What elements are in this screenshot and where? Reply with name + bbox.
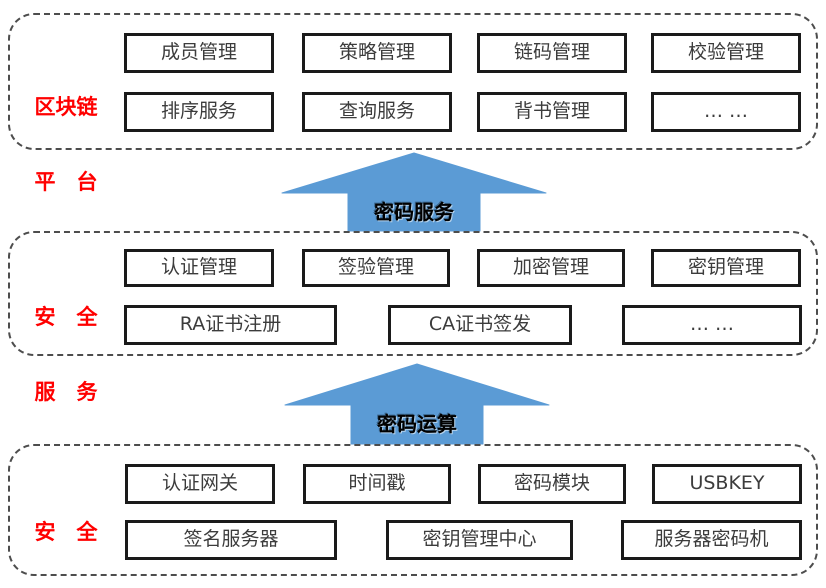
box-label: … … — [689, 312, 735, 335]
box-label: 校验管理 — [687, 40, 764, 63]
box-ordering-service[interactable]: 排序服务 — [124, 92, 274, 132]
box-label: 链码管理 — [513, 40, 590, 63]
box-timestamp[interactable]: 时间戳 — [303, 464, 451, 504]
layer-label-line-2: 服 务 — [34, 380, 98, 404]
box-label: 密钥管理 — [687, 255, 764, 278]
layer-blockchain-platform — [8, 13, 818, 150]
crypto-operation-arrow: 密码运算 — [283, 363, 551, 445]
box-label: … … — [703, 99, 749, 122]
layer-label-line-2: 平 台 — [34, 170, 98, 194]
box-signature-verify-management[interactable]: 签验管理 — [302, 249, 450, 287]
box-member-management[interactable]: 成员管理 — [124, 33, 274, 73]
box-label: 密钥管理中心 — [422, 527, 537, 550]
layer-security-service — [8, 231, 818, 356]
box-label: 认证管理 — [160, 255, 237, 278]
box-label: 签验管理 — [337, 255, 414, 278]
box-endorsement-management[interactable]: 背书管理 — [477, 92, 627, 132]
box-chaincode-management[interactable]: 链码管理 — [477, 33, 627, 73]
box-label: 服务器密码机 — [654, 527, 769, 550]
box-verification-management[interactable]: 校验管理 — [651, 33, 801, 73]
box-usbkey[interactable]: USBKEY — [652, 464, 802, 504]
box-crypto-module[interactable]: 密码模块 — [478, 464, 626, 504]
crypto-service-arrow-label: 密码服务 — [374, 200, 454, 224]
box-key-management[interactable]: 密钥管理 — [651, 249, 801, 287]
box-label: 时间戳 — [348, 471, 406, 494]
crypto-operation-arrow-label: 密码运算 — [377, 412, 457, 436]
layer-label-line-1: 安 全 — [34, 305, 98, 329]
box-query-service[interactable]: 查询服务 — [302, 92, 452, 132]
box-ca-cert-issuance[interactable]: CA证书签发 — [388, 305, 572, 345]
box-label: 认证网关 — [161, 471, 238, 494]
box-label: 查询服务 — [338, 99, 415, 122]
box-encryption-management[interactable]: 加密管理 — [477, 249, 625, 287]
box-more-platform[interactable]: … … — [651, 92, 801, 132]
box-policy-management[interactable]: 策略管理 — [302, 33, 452, 73]
layer-label-security-resource: 安 全 资 源 — [24, 470, 108, 588]
box-more-service[interactable]: … … — [622, 305, 802, 345]
box-label: CA证书签发 — [428, 312, 532, 335]
box-label: USBKEY — [689, 471, 765, 494]
layer-label-line-1: 安 全 — [34, 520, 98, 544]
layer-label-blockchain-platform: 区块链 平 台 — [24, 45, 108, 245]
box-ra-cert-registration[interactable]: RA证书注册 — [124, 305, 337, 345]
box-signing-server[interactable]: 签名服务器 — [125, 520, 337, 560]
box-server-crypto-machine[interactable]: 服务器密码机 — [621, 520, 802, 560]
box-key-management-center[interactable]: 密钥管理中心 — [386, 520, 573, 560]
box-authentication-management[interactable]: 认证管理 — [124, 249, 274, 287]
box-label: 密码模块 — [513, 471, 590, 494]
box-label: 成员管理 — [160, 40, 237, 63]
box-label: 背书管理 — [513, 99, 590, 122]
box-label: 排序服务 — [160, 99, 237, 122]
layer-label-line-1: 区块链 — [34, 95, 98, 119]
crypto-service-arrow: 密码服务 — [280, 152, 548, 232]
layer-security-resource — [8, 444, 818, 576]
box-label: 策略管理 — [338, 40, 415, 63]
box-label: 加密管理 — [512, 255, 589, 278]
box-label: 签名服务器 — [183, 527, 279, 550]
box-label: RA证书注册 — [179, 312, 282, 335]
layer-label-security-service: 安 全 服 务 — [24, 255, 108, 455]
box-authentication-gateway[interactable]: 认证网关 — [125, 464, 275, 504]
